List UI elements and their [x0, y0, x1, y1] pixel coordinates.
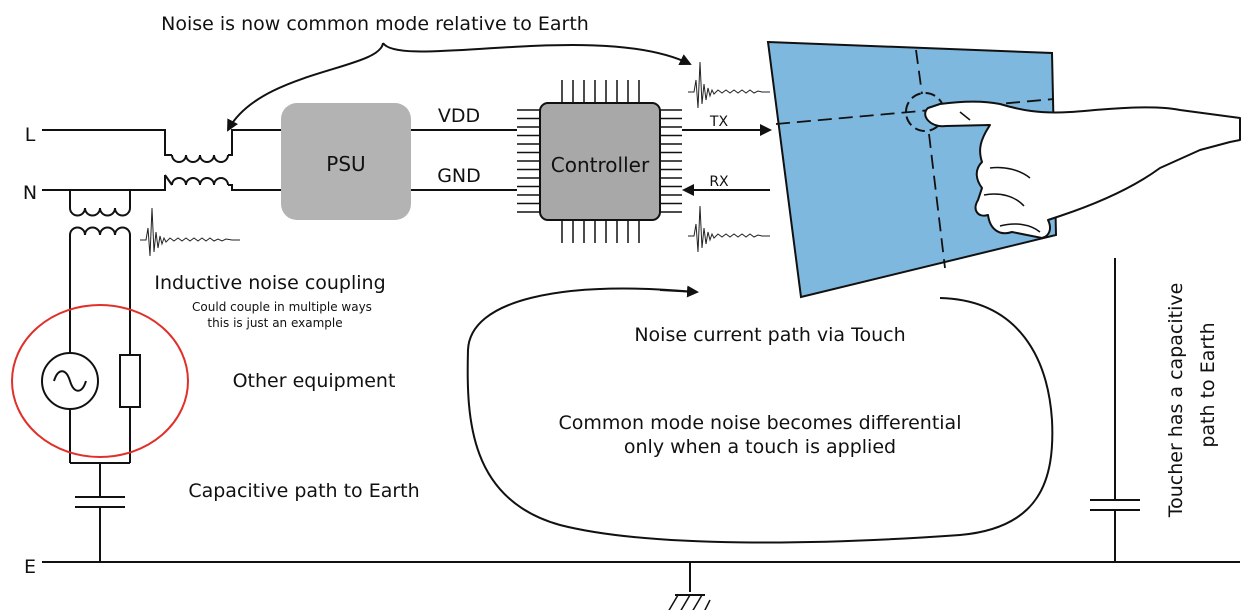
- toucher-label-2: path to Earth: [1197, 322, 1219, 447]
- gnd-label: GND: [437, 165, 481, 187]
- inductive-coupling-title: Inductive noise coupling: [154, 272, 385, 294]
- noise-wave-inductive: [140, 207, 240, 257]
- vdd-label: VDD: [438, 105, 480, 127]
- equipment-highlight-ring: [11, 304, 189, 458]
- rx-label: RX: [709, 174, 729, 190]
- wire-L: [42, 129, 172, 156]
- toucher-label-1: Toucher has a capacitive: [1165, 283, 1187, 519]
- wire-N: [42, 189, 71, 208]
- other-equipment-circuit: [11, 304, 189, 464]
- transformer-equipment-coupling: [69, 190, 131, 463]
- inductive-coupling-note-2: this is just an example: [207, 316, 342, 330]
- curve-arrow-right: [382, 42, 692, 66]
- controller-label: Controller: [551, 153, 650, 177]
- transformer-psu-coupling: [164, 129, 282, 191]
- capacitive-path-label: Capacitive path to Earth: [188, 480, 419, 502]
- capacitor-toucher: [1090, 258, 1140, 562]
- coil-primary: [69, 207, 131, 217]
- other-equipment-label: Other equipment: [233, 370, 396, 392]
- inductive-coupling-note-1: Could couple in multiple ways: [192, 300, 372, 314]
- wire-N-branch: [42, 175, 166, 191]
- coil-upper: [171, 154, 229, 163]
- noise-wave-tx: [688, 61, 770, 109]
- label-line-E: E: [24, 556, 36, 578]
- common-mode-line-1: Common mode noise becomes differential: [559, 412, 962, 434]
- earth-ground-icon: [668, 562, 711, 610]
- noise-current-loop: [466, 287, 1054, 544]
- tx-label: TX: [709, 114, 729, 130]
- psu-label: PSU: [326, 152, 365, 176]
- hand-icon: [924, 100, 1241, 239]
- top-note: Noise is now common mode relative to Ear…: [161, 13, 589, 35]
- label-line-N: N: [23, 182, 37, 204]
- wire-to-psu-top: [228, 129, 282, 156]
- capacitor-left: [75, 463, 125, 562]
- coil-lower: [171, 177, 229, 186]
- common-mode-line-2: only when a touch is applied: [624, 436, 896, 458]
- controller-chip: Controller: [517, 80, 682, 243]
- noise-path-label: Noise current path via Touch: [634, 324, 905, 346]
- resistor-icon: [119, 354, 141, 408]
- psu-block: PSU: [281, 103, 411, 220]
- curve-arrow-left: [227, 42, 384, 132]
- coil-secondary: [69, 226, 131, 236]
- wire-to-psu-bottom: [228, 184, 282, 191]
- noise-wave-rx: [688, 205, 770, 253]
- label-line-L: L: [25, 124, 36, 146]
